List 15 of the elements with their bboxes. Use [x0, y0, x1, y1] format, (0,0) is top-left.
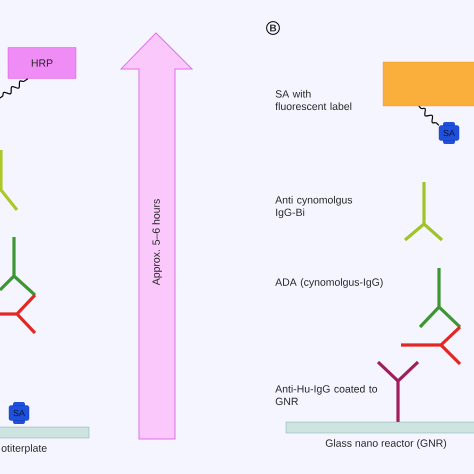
wavy-linker [0, 78, 28, 98]
component-label: Anti cynomolgus IgG-Bi [275, 196, 352, 218]
node-label: Glass nano reactor (GNR) [326, 439, 446, 449]
label-box [382, 62, 474, 106]
enzyme-box: HRP [8, 47, 76, 79]
panel-letter: B [266, 21, 280, 35]
plate: Glass nano reactor (GNR) [286, 422, 474, 449]
sa-protein: SA [438, 122, 460, 144]
component-label: Anti-Hu-IgG coated to GNR [275, 384, 378, 406]
wavy-linker [418, 106, 440, 126]
plate: otiterplate [0, 426, 90, 454]
node-label: otiterplate [2, 444, 47, 454]
sa-protein: SA [8, 402, 30, 424]
component-label: SA with fluorescent label [275, 90, 352, 110]
component-label: ADA (cynomolgus-IgG) [275, 278, 383, 288]
